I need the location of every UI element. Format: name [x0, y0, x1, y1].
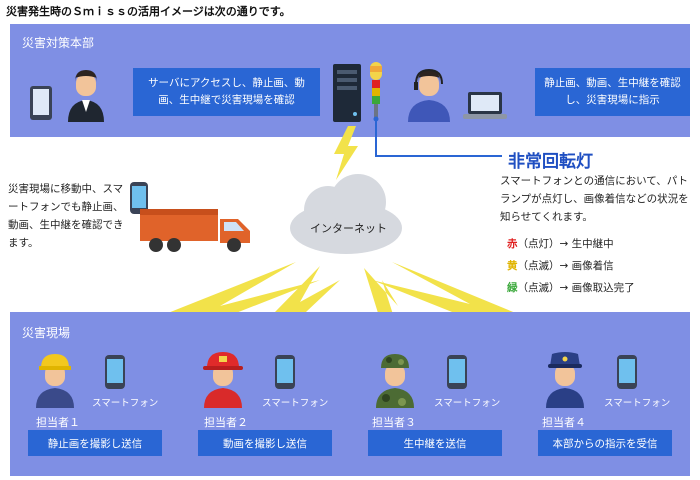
warning-light-icon [370, 62, 382, 122]
worker-1-phone-icon [105, 355, 125, 389]
lightning-bolt-top-icon [334, 126, 358, 180]
truck-icon [140, 209, 250, 252]
legend-green-color: 緑 [507, 282, 518, 294]
hq-operator-left-icon [68, 70, 104, 122]
mobile-note: 災害現場に移動中、スマートフォンでも静止画、動画、生中継を確認できます。 [8, 183, 124, 249]
hq-box-right: 静止画、動画、生中継を確認し、災害現場に指示 [535, 68, 690, 116]
worker-4-phone-icon [617, 355, 637, 389]
laptop-icon [463, 92, 507, 119]
warning-light-description: スマートフォンとの通信において、パトランプが点灯し、画像着信などの状況を知らせて… [500, 175, 689, 223]
field-label: 災害現場 [22, 326, 71, 340]
legend-yellow-color: 黄 [507, 260, 518, 272]
worker-4-task: 本部からの指示を受信 [538, 430, 672, 456]
cloud-label: インターネット [310, 222, 387, 235]
worker-2-phone-icon [275, 355, 295, 389]
internet-cloud-icon [290, 174, 402, 254]
worker-4-phone-label: スマートフォン [604, 398, 671, 409]
worker-1-task: 静止画を撮影し送信 [28, 430, 162, 456]
worker-4-avatar [546, 352, 584, 408]
worker-1-avatar [36, 354, 74, 408]
worker-4-label: 担当者４ [542, 416, 586, 429]
worker-3-phone-label: スマートフォン [434, 398, 501, 409]
warning-light-title: 非常回転灯 [508, 152, 593, 172]
worker-3-label: 担当者３ [372, 416, 416, 429]
legend-green-text: （点滅）→ 画像取込完了 [517, 282, 635, 294]
legend-yellow-text: （点滅）→ 画像着信 [517, 260, 614, 272]
worker-3-task: 生中継を送信 [368, 430, 502, 456]
worker-3-avatar [376, 354, 414, 408]
worker-2-phone-label: スマートフォン [262, 398, 329, 409]
hq-operator-right-icon [408, 68, 450, 122]
worker-2-avatar [203, 352, 243, 408]
legend-green: 緑（点滅）→ 画像取込完了 [507, 280, 635, 295]
page-heading: 災害発生時のＳｍｉｓｓの活用イメージは次の通りです。 [6, 5, 291, 18]
worker-3-phone-icon [447, 355, 467, 389]
worker-1-label: 担当者１ [36, 416, 80, 429]
worker-2-task: 動画を撮影し送信 [198, 430, 332, 456]
legend-red: 赤（点灯）→ 生中継中 [507, 236, 614, 251]
legend-red-color: 赤 [507, 238, 518, 250]
legend-red-text: （点灯）→ 生中継中 [517, 238, 614, 250]
legend-yellow: 黄（点滅）→ 画像着信 [507, 258, 614, 273]
tablet-icon [30, 86, 52, 120]
mobile-phone-icon [130, 182, 148, 214]
server-icon [333, 64, 361, 122]
worker-1-phone-label: スマートフォン [92, 398, 159, 409]
hq-label: 災害対策本部 [22, 36, 95, 50]
warning-light-connector [375, 118, 502, 157]
worker-2-label: 担当者２ [204, 416, 248, 429]
hq-box-left: サーバにアクセスし、静止画、動画、生中継で災害現場を確認 [133, 68, 320, 116]
